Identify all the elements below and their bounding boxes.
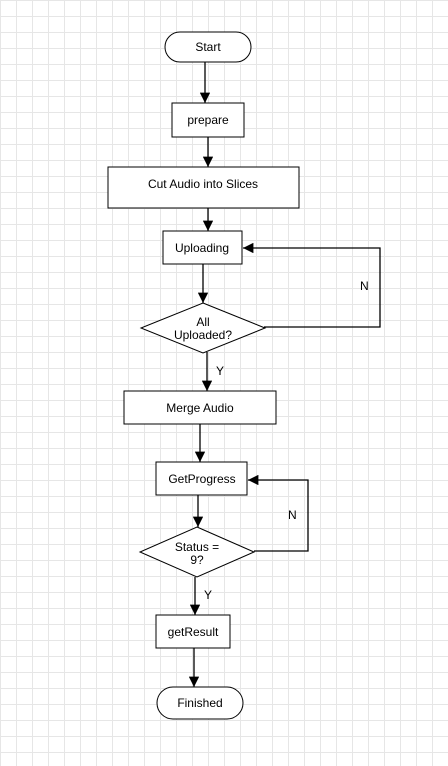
node-prepare: prepare xyxy=(171,102,245,138)
node-merge-audio: Merge Audio xyxy=(123,390,277,425)
node-uploading: Uploading xyxy=(162,230,243,265)
node-finished: Finished xyxy=(156,686,244,720)
node-start: Start xyxy=(164,31,252,63)
node-cut-audio-label: Cut Audio into Slices xyxy=(148,177,258,191)
node-merge-audio-label: Merge Audio xyxy=(166,401,234,415)
edge-label-n-upload: N xyxy=(360,279,369,293)
node-getprogress: GetProgress xyxy=(155,461,248,496)
edge-label-y-status: Y xyxy=(204,588,212,602)
node-finished-label: Finished xyxy=(177,696,222,710)
node-getresult-label: getResult xyxy=(168,625,219,639)
edge-label-y-upload: Y xyxy=(216,364,224,378)
node-status-label-1: Status = xyxy=(175,540,219,554)
node-all-uploaded-label-1: All xyxy=(196,315,209,329)
node-start-label: Start xyxy=(195,40,221,54)
node-all-uploaded-label-2: Uploaded? xyxy=(174,328,232,342)
node-all-uploaded-decision: All Uploaded? xyxy=(139,302,267,354)
node-prepare-label: prepare xyxy=(187,113,229,127)
edge-label-n-status: N xyxy=(288,508,297,522)
edge-status-loop-getprogress xyxy=(247,474,309,552)
node-getresult: getResult xyxy=(155,614,231,649)
node-status-label-2: 9? xyxy=(190,553,204,567)
node-cut-audio: Cut Audio into Slices xyxy=(107,166,300,209)
node-uploading-label: Uploading xyxy=(175,241,229,255)
node-status-decision: Status = 9? xyxy=(138,526,256,578)
node-getprogress-label: GetProgress xyxy=(168,472,235,486)
edge-decision-loop-uploading xyxy=(243,242,381,328)
